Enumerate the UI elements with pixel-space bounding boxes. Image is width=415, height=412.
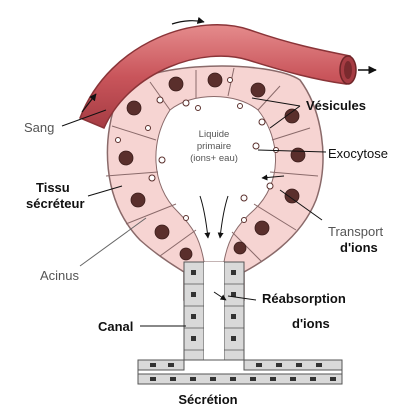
label-liquide-line2: primaire (197, 141, 231, 152)
label-tissu-line1: Tissu (36, 180, 70, 195)
label-vesicules: Vésicules (306, 98, 366, 113)
label-canal: Canal (98, 319, 133, 334)
label-exocytose: Exocytose (328, 146, 388, 161)
label-liquide-line3: (ions+ eau) (190, 153, 238, 164)
label-acinus: Acinus (40, 268, 80, 283)
label-reabsorption-line1: Réabsorption (262, 291, 346, 306)
label-secretion: Sécrétion (178, 392, 237, 407)
label-transport-line1: Transport (328, 224, 384, 239)
label-tissu-line2: sécréteur (26, 196, 85, 211)
label-liquide-line1: Liquide (199, 129, 230, 140)
label-sang: Sang (24, 120, 54, 135)
blood-flow-arrow-top (172, 21, 204, 24)
label-transport-line2: d'ions (340, 240, 378, 255)
label-reabsorption-line2: d'ions (292, 316, 330, 331)
